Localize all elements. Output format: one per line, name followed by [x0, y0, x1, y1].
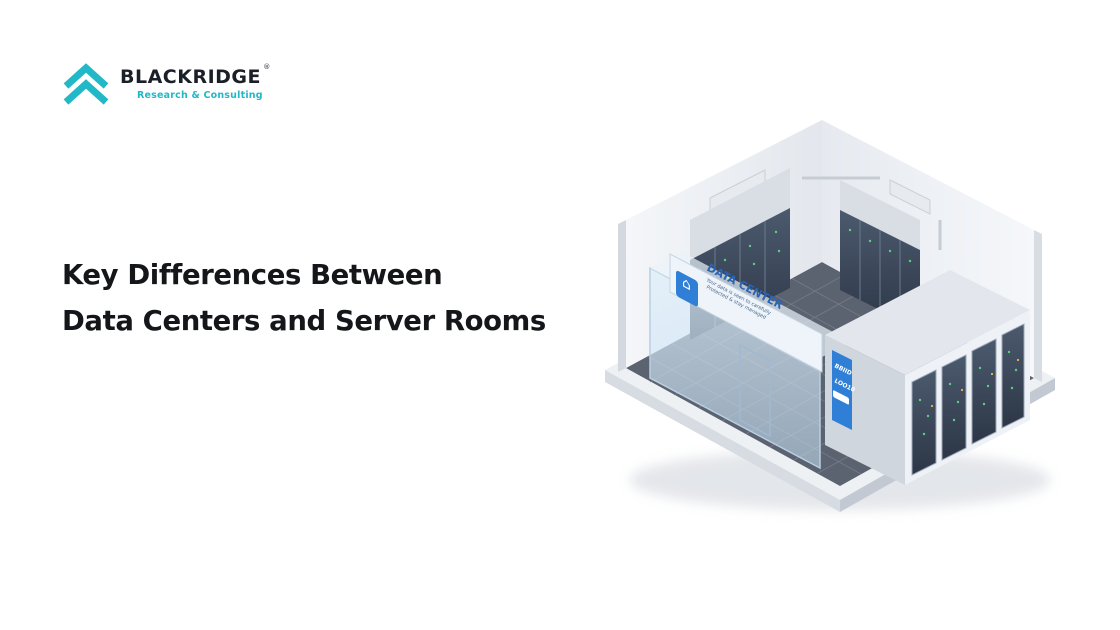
- brand-name-text: BLACKRIDGE: [120, 65, 262, 88]
- glass-door: [739, 343, 771, 438]
- padlock-icon: ⌂: [682, 273, 691, 295]
- floor-slab-left-edge: [605, 370, 840, 512]
- data-center-illustration: ⌂ DATA CENTER Your data is seen to caref…: [605, 120, 1055, 512]
- double-chevron-up-icon: [63, 63, 109, 105]
- brand-tagline: Research & Consulting: [137, 89, 263, 101]
- page-title: Key Differences Between Data Centers and…: [62, 252, 622, 344]
- server-rack-row-front: [825, 270, 1030, 485]
- page-title-line-1: Key Differences Between: [62, 259, 443, 291]
- brand-text: BLACKRIDGE® Research & Consulting: [120, 63, 270, 101]
- rack-end-panel: BBIID LOO10 BBBB: [832, 350, 856, 430]
- brand-name: BLACKRIDGE®: [120, 63, 270, 88]
- page-title-line-2: Data Centers and Server Rooms: [62, 305, 546, 337]
- rack-label-3: BBBB: [834, 398, 849, 410]
- registered-mark: ®: [263, 62, 271, 71]
- data-center-sign: ⌂ DATA CENTER Your data is seen to caref…: [669, 253, 823, 373]
- brand-logo[interactable]: BLACKRIDGE® Research & Consulting: [62, 62, 270, 106]
